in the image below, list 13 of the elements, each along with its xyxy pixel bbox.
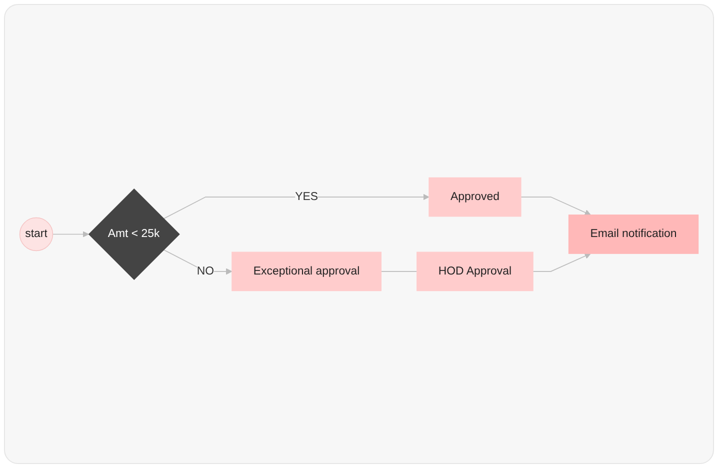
connector [380, 270, 418, 272]
node-circle: start [19, 217, 54, 251]
node-diamond: Amt < 25k [88, 188, 180, 280]
arrow [520, 196, 591, 216]
node-box: Exceptional approval [232, 252, 382, 291]
node-box: Email notification [568, 214, 699, 254]
node-box: Approved [428, 177, 522, 216]
edge-label: YES [295, 190, 318, 203]
arrow [52, 230, 89, 238]
node-box: HOD Approval [416, 252, 534, 291]
arrow [532, 252, 591, 272]
edge-label: NO [196, 264, 214, 277]
arrow [163, 194, 430, 219]
